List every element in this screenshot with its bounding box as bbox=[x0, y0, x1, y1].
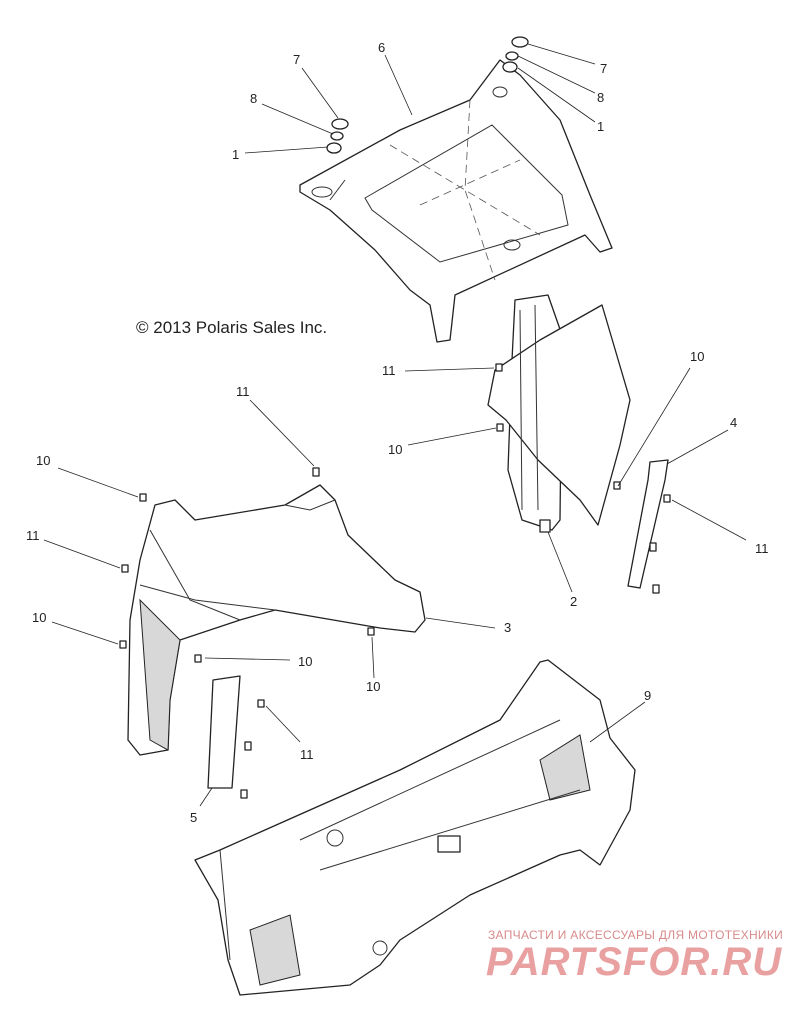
callout-10: 10 bbox=[36, 453, 50, 468]
callout-3: 3 bbox=[504, 620, 511, 635]
part-5-bracket bbox=[207, 675, 252, 799]
callout-11: 11 bbox=[300, 747, 314, 762]
callout-labels: 7 6 7 8 8 1 1 11 11 10 10 4 10 11 2 11 3… bbox=[26, 40, 769, 825]
callout-11: 11 bbox=[236, 384, 250, 399]
hood-fasteners bbox=[326, 36, 529, 154]
callout-10: 10 bbox=[366, 679, 380, 694]
copyright-notice: © 2013 Polaris Sales Inc. bbox=[136, 318, 328, 337]
callout-7: 7 bbox=[293, 52, 300, 67]
part-4-bracket bbox=[627, 459, 669, 594]
part-6-hood bbox=[299, 59, 613, 343]
callout-1: 1 bbox=[232, 147, 239, 162]
small-fasteners bbox=[119, 363, 671, 708]
callout-10: 10 bbox=[32, 610, 46, 625]
callout-10: 10 bbox=[298, 654, 312, 669]
watermark-brand: PARTSFOR.RU bbox=[486, 940, 783, 984]
callout-4: 4 bbox=[730, 415, 737, 430]
callout-10: 10 bbox=[388, 442, 402, 457]
callout-8: 8 bbox=[250, 91, 257, 106]
part-3-fender bbox=[127, 484, 426, 756]
callout-8: 8 bbox=[597, 90, 604, 105]
callout-7: 7 bbox=[600, 61, 607, 76]
leader-lines bbox=[43, 43, 747, 807]
part-9-bulkhead bbox=[194, 659, 636, 996]
callout-11: 11 bbox=[755, 541, 769, 556]
part-2-side-panel bbox=[487, 294, 631, 533]
callout-11: 11 bbox=[26, 528, 40, 543]
callout-10: 10 bbox=[690, 349, 704, 364]
callout-6: 6 bbox=[378, 40, 385, 55]
callout-1: 1 bbox=[597, 119, 604, 134]
callout-2: 2 bbox=[570, 594, 577, 609]
callout-5: 5 bbox=[190, 810, 197, 825]
watermark-tagline: ЗАПЧАСТИ И АКСЕССУАРЫ ДЛЯ МОТОТЕХНИКИ bbox=[488, 928, 784, 942]
callout-11: 11 bbox=[382, 363, 396, 378]
callout-9: 9 bbox=[644, 688, 651, 703]
